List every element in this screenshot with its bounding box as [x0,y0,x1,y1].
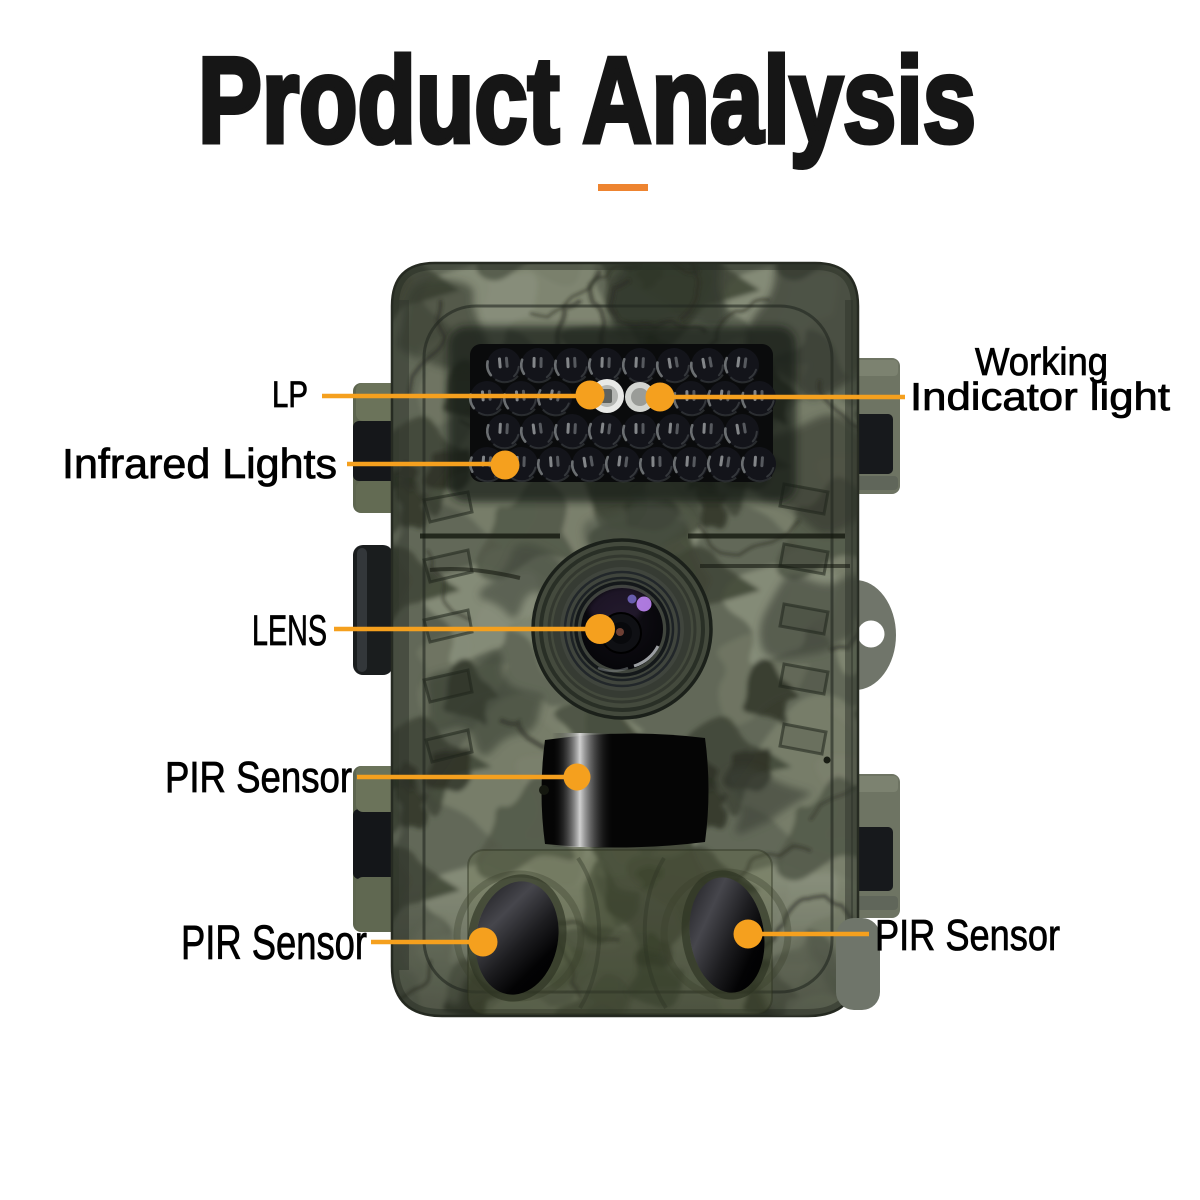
svg-text:PIR Sensor: PIR Sensor [165,753,352,802]
svg-text:LP: LP [272,374,308,415]
svg-text:PIR Sensor: PIR Sensor [181,917,367,970]
svg-text:Infrared Lights: Infrared Lights [62,440,337,487]
svg-text:PIR Sensor: PIR Sensor [875,911,1060,960]
svg-text:Product Analysis: Product Analysis [198,32,976,168]
svg-text:LENS: LENS [252,607,327,655]
svg-text:Working: Working [975,341,1108,384]
svg-text:Indicator light: Indicator light [910,376,1170,419]
